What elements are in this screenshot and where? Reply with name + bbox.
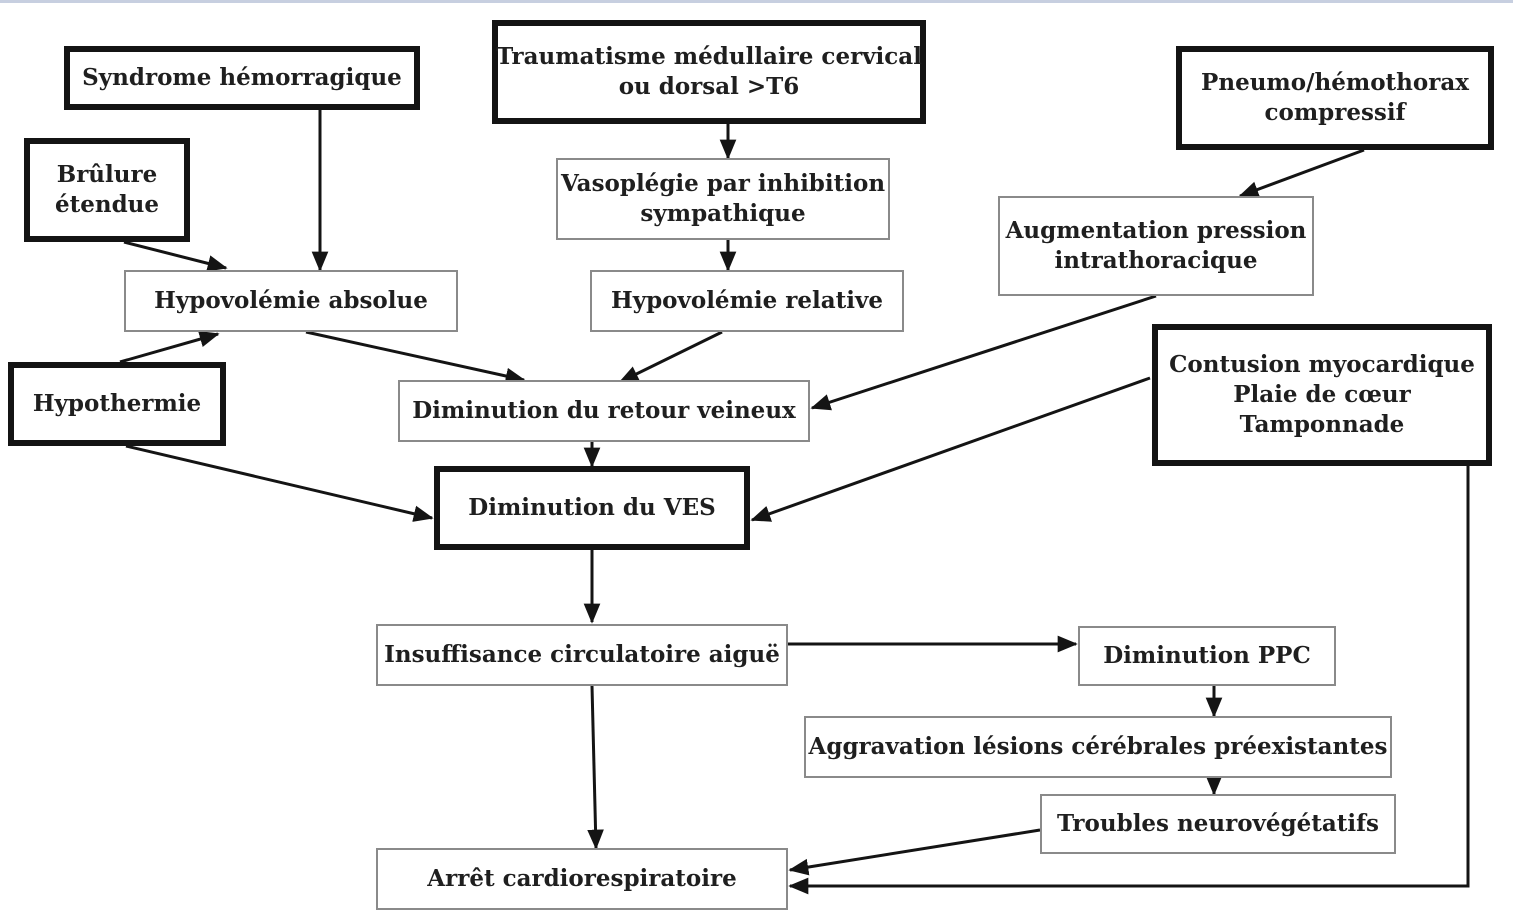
arrow-contusion-to-ves xyxy=(750,376,1151,522)
node-label: Arrêt cardiorespiratoire xyxy=(427,865,737,892)
node-arret-cardiorespiratoire: Arrêt cardiorespiratoire xyxy=(376,848,788,910)
node-label: Diminution du retour veineux xyxy=(412,397,796,424)
arrow-brulure-to-hypovolemie-absolue xyxy=(123,240,228,272)
node-syndrome-hemorragique: Syndrome hémorragique xyxy=(64,46,420,110)
node-label-line-2: étendue xyxy=(54,191,160,218)
arrow-pneumo-to-augmentation xyxy=(1238,148,1365,198)
arrow-augmentation-to-retour xyxy=(810,294,1157,411)
node-label: Hypovolémie relative xyxy=(610,287,884,314)
node-pneumo-hemothorax: Pneumo/hémothorax compressif xyxy=(1176,46,1494,150)
node-label-line-2: intrathoracique xyxy=(1054,247,1258,274)
node-augmentation-pression: Augmentation pression intrathoracique xyxy=(998,196,1314,296)
node-label-line-2: ou dorsal >T6 xyxy=(618,73,800,100)
node-label-line-2: Plaie de cœur xyxy=(1233,381,1411,408)
node-label: Diminution du VES xyxy=(468,494,716,521)
node-label-line-2: sympathique xyxy=(640,200,806,227)
arrow-insuffisance-to-arret xyxy=(587,685,604,850)
node-label-line-3: Tamponnade xyxy=(1239,411,1405,438)
node-label: Hypovolémie absolue xyxy=(154,287,428,314)
node-hypovolemie-absolue: Hypovolémie absolue xyxy=(124,270,458,332)
node-label-line-1: Pneumo/hémothorax xyxy=(1201,69,1469,96)
node-label-line-1: Traumatisme médullaire cervical xyxy=(496,43,922,70)
top-rule xyxy=(0,0,1513,3)
node-aggravation-lesions: Aggravation lésions cérébrales préexista… xyxy=(804,716,1392,778)
node-label: Aggravation lésions cérébrales préexista… xyxy=(808,733,1388,760)
node-label-line-1: Brûlure xyxy=(56,161,158,188)
node-brulure-etendue: Brûlure étendue xyxy=(24,138,190,242)
node-label-line-1: Contusion myocardique xyxy=(1169,351,1475,378)
node-insuffisance-circulatoire: Insuffisance circulatoire aiguë xyxy=(376,624,788,686)
node-label: Hypothermie xyxy=(32,390,202,417)
node-contusion-myocardique: Contusion myocardique Plaie de cœur Tamp… xyxy=(1152,324,1492,466)
node-vasoplegie: Vasoplégie par inhibition sympathique xyxy=(556,158,890,240)
arrow-hypothermie-to-ves xyxy=(125,444,434,522)
node-diminution-retour-veineux: Diminution du retour veineux xyxy=(398,380,810,442)
node-diminution-ves: Diminution du VES xyxy=(434,466,750,550)
node-label: Troubles neurovégétatifs xyxy=(1056,810,1379,837)
node-label-line-1: Vasoplégie par inhibition xyxy=(560,170,886,197)
node-label: Syndrome hémorragique xyxy=(82,64,402,91)
node-label: Diminution PPC xyxy=(1103,642,1311,669)
arrow-hypothermie-to-hypovolemie-absolue xyxy=(119,331,220,364)
node-hypovolemie-relative: Hypovolémie relative xyxy=(590,270,904,332)
node-hypothermie: Hypothermie xyxy=(8,362,226,446)
arrow-hypovolemie-relative-to-retour xyxy=(618,330,723,384)
arrow-troubles-to-arret xyxy=(788,828,1041,876)
node-label-line-2: compressif xyxy=(1264,99,1406,126)
node-diminution-ppc: Diminution PPC xyxy=(1078,626,1336,686)
node-label-line-1: Augmentation pression xyxy=(1005,217,1307,244)
arrow-contusion-to-arret xyxy=(788,466,1470,895)
node-troubles-neurovegetatifs: Troubles neurovégétatifs xyxy=(1040,794,1396,854)
node-label: Insuffisance circulatoire aiguë xyxy=(384,641,780,668)
node-traumatisme-medullaire: Traumatisme médullaire cervical ou dorsa… xyxy=(492,20,926,124)
arrow-hypovolemie-absolue-to-retour xyxy=(305,330,526,385)
